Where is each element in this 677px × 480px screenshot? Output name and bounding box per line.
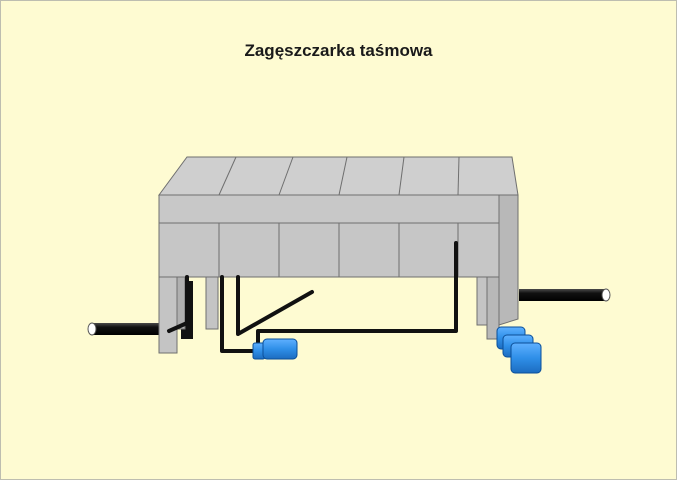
diagram-title: Zagęszczarka taśmowa (244, 41, 433, 60)
housing-top (158, 156, 519, 196)
pump-right (496, 326, 542, 374)
housing-legs (158, 276, 500, 354)
internal-pipes (167, 241, 458, 353)
housing-body (158, 194, 519, 326)
pump-center (252, 338, 298, 360)
outlet-pipe-right (519, 288, 611, 302)
